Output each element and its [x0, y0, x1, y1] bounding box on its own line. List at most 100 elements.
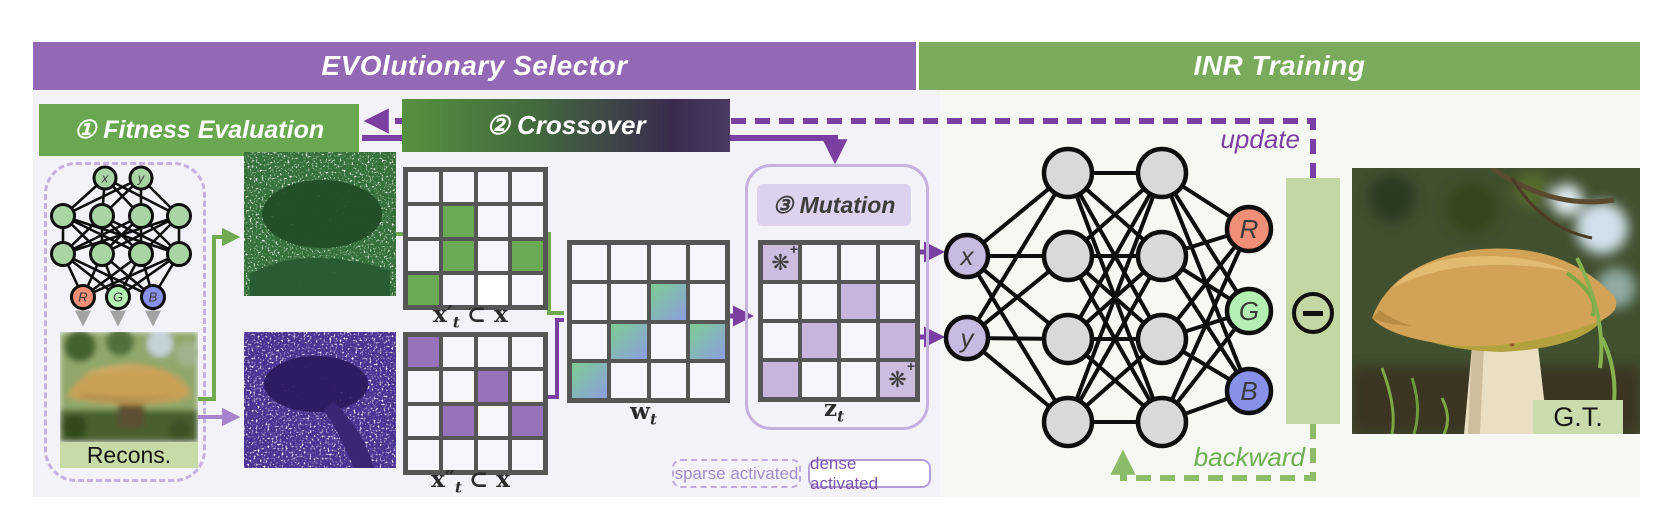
- nn-edge: [62, 214, 142, 256]
- grid-cell: [572, 323, 608, 359]
- grid-cell: [512, 371, 543, 402]
- minus-icon: [1292, 292, 1334, 334]
- grid-cell: [477, 405, 509, 436]
- grid-cell: [572, 362, 608, 398]
- nn-node-label: x: [101, 171, 109, 186]
- grid-cell: [512, 439, 543, 470]
- nn-node-label: y: [959, 323, 976, 353]
- nn-node-label: y: [137, 171, 146, 186]
- grid-cell: [512, 405, 543, 436]
- nn-edge: [62, 176, 142, 218]
- legend-dense-activated: dense activated: [808, 454, 931, 493]
- grid-cell: [689, 284, 725, 320]
- grid-cell: [477, 206, 509, 237]
- grid-cell: [841, 323, 876, 358]
- grid-cell: [512, 172, 543, 203]
- grid-cell: [512, 240, 543, 271]
- grid-label-x-prime: x′t⊂ x: [433, 301, 508, 332]
- mutation-icon: ❋+: [771, 241, 798, 275]
- grid-cell: [802, 323, 837, 358]
- grid-cell: [408, 439, 439, 470]
- nn-node-B: [1224, 366, 1274, 416]
- nn-edge: [82, 252, 180, 299]
- nn-edge: [62, 214, 180, 256]
- grid-cell: [408, 172, 439, 203]
- grid-cell: [477, 439, 509, 470]
- grid-label-z: zt: [824, 395, 844, 426]
- nn-node: [166, 203, 192, 229]
- nn-node: [89, 203, 115, 229]
- fitness-evaluation-box: ① Fitness Evaluation: [39, 104, 359, 156]
- nn-node: [128, 203, 154, 229]
- grid-cell: [408, 274, 439, 305]
- grid-cell: [408, 371, 439, 402]
- grid-cell: [442, 206, 474, 237]
- grid-cell: [512, 206, 543, 237]
- grid-cell: [442, 274, 474, 305]
- sparse-activated-dashed-container: [44, 162, 206, 482]
- ground-truth-mushroom-photo: [1352, 168, 1640, 434]
- nn-node-label: R: [78, 290, 87, 305]
- legend-sparse-activated: sparse activated: [672, 459, 801, 488]
- nn-node: [1041, 229, 1095, 283]
- grid-cell: [763, 284, 798, 319]
- sparse-green-residual-image: [244, 152, 396, 296]
- grid-cell: [408, 405, 439, 436]
- nn-node-y: [128, 165, 154, 191]
- crossover-weights-grid: [567, 240, 730, 403]
- nn-node: [1135, 395, 1189, 449]
- grid-cell: [880, 245, 915, 280]
- ground-truth-image: G.T.: [1352, 168, 1640, 434]
- grid-cell: [477, 337, 509, 368]
- selected-coords-grid-purple: [403, 332, 548, 475]
- recons-to-green-arrow: [198, 227, 241, 401]
- grid-cell: [477, 371, 509, 402]
- nn-node: [1041, 395, 1095, 449]
- grid-cell: [408, 337, 439, 368]
- nn-node-R: [1224, 204, 1274, 254]
- nn-edge: [1160, 228, 1251, 423]
- grid-label-w: wt: [630, 398, 657, 429]
- nn-node: [50, 241, 76, 267]
- nn-node: [1135, 312, 1189, 366]
- crossover-box: ② Crossover: [402, 99, 730, 152]
- grid-cell: ❋+: [880, 358, 915, 397]
- grid-cell: [611, 323, 647, 359]
- grid-cell: [477, 240, 509, 271]
- grid-cell: [650, 323, 686, 359]
- backward-dashed-arrow: [1110, 424, 1316, 481]
- grid-cell: [512, 337, 543, 368]
- nn-node: [1041, 312, 1095, 366]
- grid-cell: [763, 323, 798, 358]
- nn-node: [1135, 229, 1189, 283]
- nn-edge: [101, 214, 180, 256]
- nn-edge: [62, 252, 154, 299]
- sparse-purple-residual-image: [244, 332, 396, 468]
- reconstructed-mushroom-image: [60, 332, 198, 442]
- reconstruction-thumbnail: Recons.: [60, 332, 198, 468]
- grid-cell: [442, 405, 474, 436]
- grid-cell: [650, 362, 686, 398]
- grid-cell: [442, 172, 474, 203]
- nn-node-label: G: [1239, 296, 1259, 326]
- recons-caption: Recons.: [60, 442, 198, 468]
- nn-node: [50, 203, 76, 229]
- banner-inr-training-label: INR Training: [1193, 50, 1366, 81]
- grid-cell: [611, 245, 647, 281]
- grid-cell: [477, 274, 509, 305]
- grid-cell: [442, 439, 474, 470]
- banner-inr-training: INR Training: [919, 42, 1640, 90]
- grid-cell: [477, 172, 509, 203]
- mutation-icon: ❋+: [888, 358, 915, 392]
- grid-cell: [880, 284, 915, 319]
- grid-cell: [442, 371, 474, 402]
- crossover-label: ② Crossover: [486, 110, 646, 140]
- grid-cell: [442, 240, 474, 271]
- nn-node: [128, 241, 154, 267]
- grid-cell: [408, 206, 439, 237]
- grid-cell: [572, 245, 608, 281]
- nn-node-B: [140, 284, 166, 310]
- nn-node-y: [943, 314, 991, 362]
